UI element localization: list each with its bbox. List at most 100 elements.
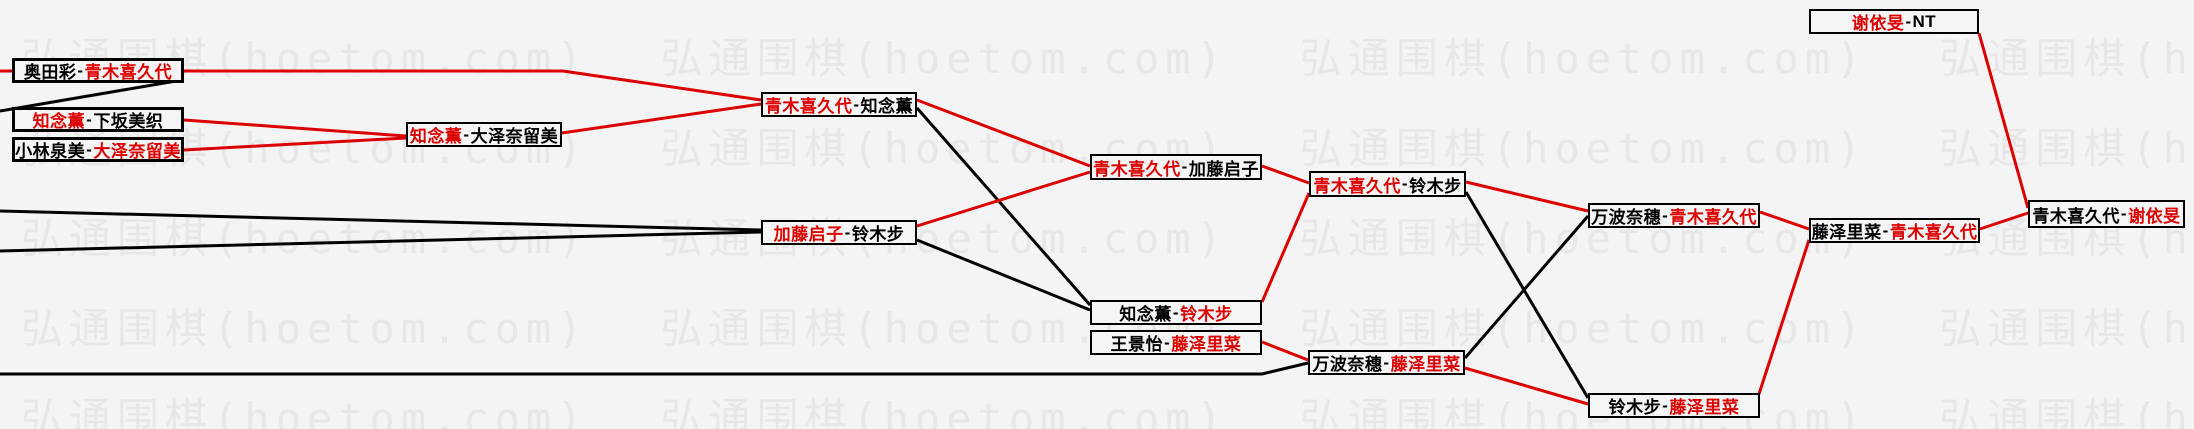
loser-drop-line (915, 107, 1092, 306)
player-right-winner: 藤泽里菜 (1171, 335, 1242, 354)
match-box-mannami-aoki: 万波奈穗-青木喜久代 (1588, 203, 1760, 228)
player-right-winner: 藤泽里菜 (1390, 355, 1461, 374)
winner-advance-line (916, 98, 1091, 168)
match-box-chinen-shimosaka: 知念薫-下坂美织 (12, 107, 184, 132)
winner-advance-line (183, 136, 407, 152)
vs-separator: - (1401, 174, 1409, 193)
loser-drop-line (1464, 191, 1590, 399)
player-right-winner: 青木喜久代 (1889, 223, 1978, 242)
winner-advance-line (1261, 340, 1309, 362)
winner-advance-line (1465, 180, 1589, 213)
watermark-text: 弘通围棋(hoetom.com) (1299, 124, 1868, 173)
match-box-aoki-suzuki: 青木喜久代-铃木步 (1309, 171, 1466, 197)
winner-advance-line (184, 69, 762, 102)
player-right-winner: 谢依旻 (2128, 206, 2181, 226)
player-left-loser: 万波奈穗 (1312, 355, 1383, 374)
player-left-winner: 青木喜久代 (764, 97, 853, 116)
vs-separator: - (1662, 205, 1669, 225)
vs-separator: - (86, 139, 93, 159)
match-box-suzuki-fujisawa: 铃木步-藤泽里菜 (1588, 393, 1760, 418)
watermark-row: 弘通围棋(hoetom.com)弘通围棋(hoetom.com)弘通围棋(hoe… (21, 36, 2194, 82)
winner-advance-line (1464, 366, 1589, 406)
winner-advance-line (1977, 32, 2030, 209)
player-right-loser: NT (1912, 11, 1937, 31)
match-box-mannami-fujisawa: 万波奈穗-藤泽里菜 (1308, 350, 1465, 375)
player-right-loser: 铃木步 (851, 225, 905, 244)
player-right-winner: 青木喜久代 (1669, 208, 1757, 227)
match-box-xie-nt: 谢依旻-NT (1809, 9, 1979, 34)
vs-separator: - (853, 94, 860, 114)
player-right-winner: 青木喜久代 (84, 63, 173, 82)
watermark-text: 弘通围棋(hoetom.com) (660, 214, 1228, 263)
match-box-chinen-suzuki: 知念薫-铃木步 (1090, 300, 1262, 325)
player-left-loser: 铃木步 (1608, 398, 1662, 417)
watermark-text: 弘通围棋(hoetom.com) (21, 394, 589, 429)
vs-separator: - (1383, 352, 1390, 372)
vs-separator: - (1662, 395, 1669, 415)
loser-drop-line (0, 209, 762, 232)
watermark-text: 弘通围棋(hoetom.com) (1939, 124, 2194, 173)
player-right-loser: 加藤启子 (1188, 159, 1259, 179)
vs-separator: - (2120, 204, 2128, 223)
winner-advance-line (1260, 192, 1311, 303)
player-left-winner: 青木喜久代 (1093, 159, 1181, 179)
match-box-kobayashi-osawa: 小林泉美-大泽奈留美 (12, 137, 184, 162)
winner-advance-line (1979, 211, 2029, 231)
player-left-loser: 藤泽里菜 (1811, 223, 1882, 242)
match-box-aoki-chinen: 青木喜久代-知念薫 (761, 92, 917, 117)
watermark-text: 弘通围棋(hoetom.com) (660, 394, 1228, 429)
watermark-text: 弘通围棋(hoetom.com) (1939, 304, 2194, 353)
match-box-aoki-xie: 青木喜久代-谢依旻 (2028, 200, 2185, 228)
watermark-text: 弘通围棋(hoetom.com) (660, 34, 1228, 83)
player-left-winner: 谢依旻 (1851, 14, 1905, 33)
player-left-loser: 知念薫 (1119, 305, 1172, 324)
winner-advance-line (1759, 210, 1810, 231)
player-right-loser: 知念薫 (860, 97, 914, 116)
loser-drop-line (0, 361, 1309, 376)
player-right-winner: 藤泽里菜 (1669, 398, 1740, 417)
player-left-winner: 青木喜久代 (1313, 176, 1401, 196)
watermark-text: 弘通围棋(hoetom.com) (1939, 394, 2194, 429)
vs-separator: - (77, 60, 84, 80)
player-right-winner: 铃木步 (1180, 305, 1233, 324)
match-box-chinen-osawa: 知念薫-大泽奈留美 (406, 122, 562, 147)
player-left-loser: 青木喜久代 (2032, 206, 2120, 226)
watermark-text: 弘通围棋(hoetom.com) (21, 304, 589, 353)
winner-advance-line (561, 102, 762, 135)
match-box-okuda-aoki: 奥田彩-青木喜久代 (12, 58, 184, 83)
vs-separator: - (86, 109, 93, 129)
watermark-row: 弘通围棋(hoetom.com) 弘通围棋(hoetom.com) 弘通围棋(hoe… (21, 396, 2194, 429)
match-box-fujisawa-aoki: 藤泽里菜-青木喜久代 (1809, 218, 1980, 243)
match-box-wang-fujisawa: 王景怡-藤泽里菜 (1090, 330, 1262, 355)
player-left-winner: 知念薫 (32, 112, 86, 131)
winner-advance-line (1261, 164, 1310, 185)
player-right-loser: 下坂美织 (93, 112, 164, 131)
player-left-loser: 万波奈穗 (1591, 208, 1662, 227)
vs-separator: - (1181, 157, 1188, 176)
watermark-text: 弘通围棋(hoetom.com) (1299, 304, 1868, 353)
vs-separator: - (463, 124, 470, 144)
watermark-text: 弘通围棋(hoetom.com) (1299, 34, 1868, 83)
loser-drop-line (0, 230, 762, 253)
match-box-aoki-kato: 青木喜久代-加藤启子 (1090, 154, 1262, 180)
loser-drop-line (0, 78, 183, 113)
winner-advance-line (183, 118, 407, 138)
vs-separator: - (1882, 220, 1889, 240)
player-left-winner: 加藤启子 (773, 225, 844, 244)
loser-drop-line (916, 238, 1091, 312)
vs-separator: - (844, 222, 851, 242)
winner-advance-line (916, 170, 1091, 228)
loser-drop-line (1463, 215, 1590, 359)
vs-separator: - (1172, 302, 1180, 322)
player-right-winner: 大泽奈留美 (93, 142, 181, 161)
player-left-loser: 小林泉美 (15, 142, 86, 161)
player-right-loser: 铃木步 (1409, 176, 1462, 196)
winner-advance-line (1757, 239, 1811, 395)
player-left-loser: 奥田彩 (23, 63, 77, 82)
match-box-kato-suzuki: 加藤启子-铃木步 (761, 220, 917, 245)
player-right-loser: 大泽奈留美 (470, 127, 559, 146)
player-left-loser: 王景怡 (1110, 335, 1164, 354)
vs-separator: - (1905, 11, 1912, 31)
